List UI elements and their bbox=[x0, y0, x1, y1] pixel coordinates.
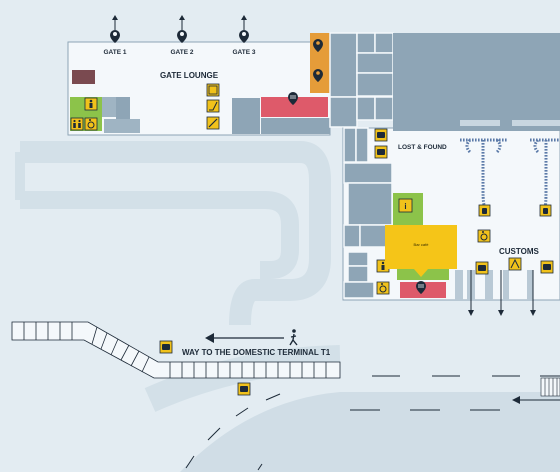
gate-3-marker[interactable] bbox=[239, 15, 249, 43]
gate-pin-icon bbox=[177, 30, 187, 43]
gate-pin-icon bbox=[239, 30, 249, 43]
barrier-gate bbox=[540, 377, 560, 397]
location-pin-icon[interactable] bbox=[313, 68, 323, 82]
lounge-room-b bbox=[116, 97, 130, 119]
domestic-terminal-label: WAY TO THE DOMESTIC TERMINAL T1 bbox=[182, 348, 331, 357]
wheelchair-icon bbox=[477, 229, 491, 243]
lounge-room-a bbox=[102, 97, 116, 117]
wheelchair-icon bbox=[84, 117, 98, 131]
arrow-left-icon bbox=[512, 396, 560, 404]
corridor-stub-a bbox=[460, 120, 500, 126]
gate-lounge-label: GATE LOUNGE bbox=[160, 71, 219, 80]
gate-2-marker[interactable] bbox=[177, 15, 187, 43]
facility-glyphs: i bbox=[73, 85, 551, 392]
walkway-tiles bbox=[23, 322, 327, 378]
customs-label: CUSTOMS bbox=[499, 247, 540, 256]
baggage-belt-1 bbox=[460, 138, 507, 208]
lounge-room-e bbox=[261, 118, 330, 134]
gate-1-label: GATE 1 bbox=[104, 49, 127, 56]
walking-icon bbox=[289, 329, 298, 346]
restaurant-room-upper bbox=[261, 97, 328, 117]
arrow-left-icon bbox=[205, 333, 284, 343]
tooltip-text: Bar café bbox=[413, 242, 429, 247]
svg-text:i: i bbox=[404, 202, 406, 211]
gate-2-label: GATE 2 bbox=[171, 49, 194, 56]
customs-lanes bbox=[470, 270, 534, 312]
info-icon bbox=[398, 198, 413, 213]
poi-tooltip[interactable]: Bar café bbox=[385, 225, 457, 277]
lounge-dark-room bbox=[72, 70, 95, 84]
corridor-stub-b bbox=[512, 120, 560, 126]
gate-1-marker[interactable] bbox=[110, 15, 120, 43]
lounge-room-c bbox=[104, 119, 140, 133]
customs-arrowheads bbox=[468, 310, 536, 316]
gate-pin-icon bbox=[110, 30, 120, 43]
road-markings bbox=[185, 375, 560, 471]
apron bbox=[180, 392, 560, 472]
baggage-belt-2 bbox=[530, 138, 560, 208]
lounge-room-d bbox=[232, 98, 260, 134]
restaurant-icon[interactable] bbox=[288, 92, 298, 105]
mid-block bbox=[329, 32, 394, 128]
baggage-belts bbox=[460, 138, 560, 208]
wheelchair-icon bbox=[376, 281, 390, 295]
restaurant-icon[interactable] bbox=[416, 281, 426, 294]
gate-3-label: GATE 3 bbox=[233, 49, 256, 56]
location-pin-icon[interactable] bbox=[313, 38, 323, 52]
corridor-wall bbox=[393, 128, 560, 131]
elevator-icon bbox=[206, 83, 220, 97]
lost-and-found-label: LOST & FOUND bbox=[398, 144, 447, 151]
hall-left-rooms bbox=[343, 127, 393, 299]
upper-right-block bbox=[393, 33, 560, 130]
restroom-icon bbox=[70, 117, 84, 131]
